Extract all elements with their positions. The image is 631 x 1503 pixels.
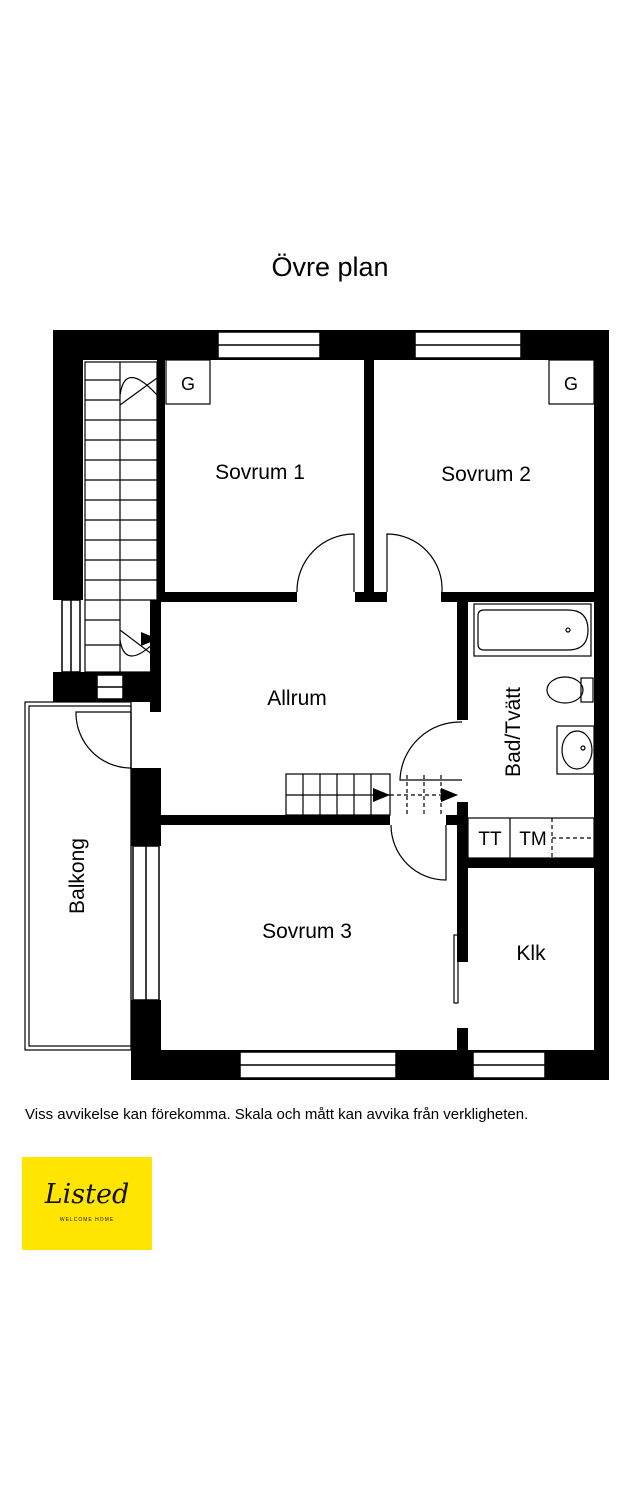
small-stair-arrow-icon-2 (441, 788, 458, 802)
label-g-2: G (564, 374, 578, 394)
balcony-outline (24, 701, 132, 1051)
wall-sovrum2-bottom (441, 592, 601, 602)
wall-klk-left-bottom (457, 1028, 468, 1058)
label-tt: TT (478, 829, 502, 850)
radiator-box-1 (165, 359, 211, 405)
label-tm: TM (519, 829, 546, 850)
logo-script-text: Listed (44, 1179, 130, 1210)
radiator-box-2 (548, 359, 595, 405)
wall-sovrum1-bottom-a (157, 592, 297, 602)
door-klk-sliding (453, 934, 459, 1004)
label-sovrum-1: Sovrum 1 (215, 461, 305, 484)
wall-right (594, 330, 609, 1080)
bathtub-icon (473, 603, 592, 657)
wall-between-bedrooms (364, 358, 374, 598)
wall-bath-left-top (457, 598, 468, 720)
staircase (84, 361, 158, 673)
sink-icon (556, 725, 595, 775)
windows (61, 331, 546, 1079)
label-balkong: Balkong (66, 838, 89, 914)
wall-stair-right (157, 358, 165, 600)
label-g-1: G (181, 374, 195, 394)
label-klk: Klk (516, 942, 546, 965)
label-bad-tvatt: Bad/Tvätt (502, 687, 525, 777)
wall-stair-base (150, 600, 161, 712)
door-balkong (75, 711, 132, 769)
disclaimer-text: Viss avvikelse kan förekomma. Skala och … (25, 1106, 529, 1123)
plan-title: Övre plan (271, 252, 389, 282)
door-sovrum3 (390, 824, 447, 881)
doors (75, 533, 463, 1004)
wall-bath-bottom (466, 858, 602, 868)
stair-arrow-icon (141, 632, 158, 646)
label-sovrum-3: Sovrum 3 (262, 920, 352, 943)
wall-left-mid (131, 768, 161, 846)
wall-sovrum3-top (161, 815, 390, 825)
door-sovrum2 (386, 533, 443, 593)
door-sovrum1 (296, 533, 355, 593)
wall-left-upper (53, 330, 83, 600)
logo-tagline: WELCOME HOME (59, 1217, 115, 1223)
listed-logo: Listed WELCOME HOME (22, 1157, 152, 1250)
wall-bath-left-bottom (457, 802, 468, 962)
toilet-icon (546, 676, 594, 704)
laundry-row (467, 817, 595, 859)
small-stair-arrow-icon (373, 788, 390, 802)
wall-top (53, 330, 609, 360)
wall-sovrum3-top-right (446, 815, 466, 825)
door-bad (399, 721, 463, 781)
label-sovrum-2: Sovrum 2 (441, 463, 531, 486)
label-allrum: Allrum (267, 687, 327, 710)
